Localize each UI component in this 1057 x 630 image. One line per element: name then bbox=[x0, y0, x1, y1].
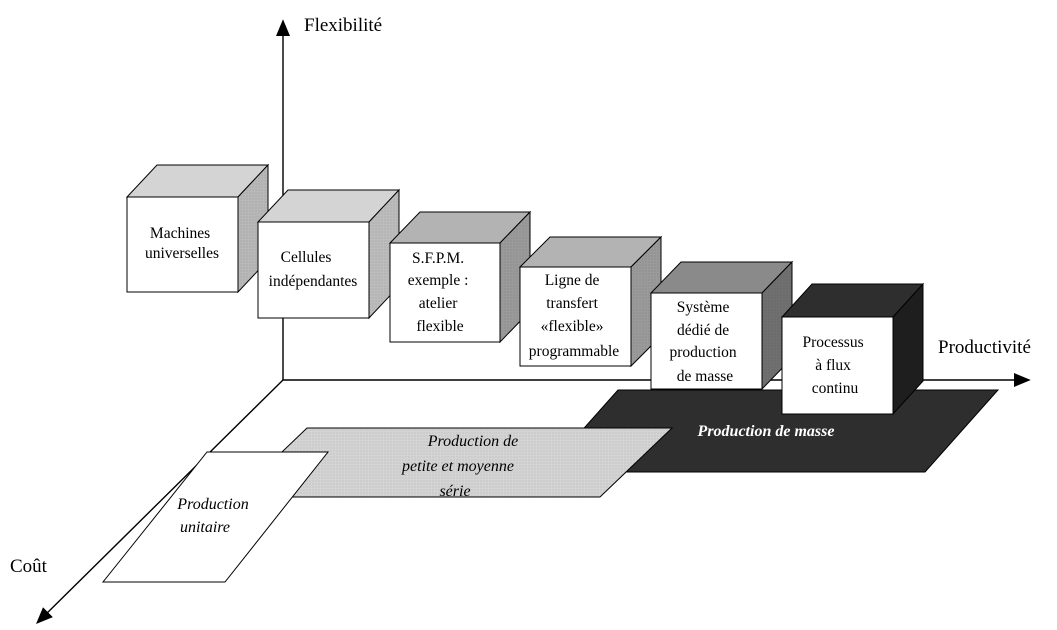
box-front-face bbox=[650, 292, 763, 390]
plane-label-small-medium: Production de petite et moyenne série bbox=[401, 433, 522, 500]
box-front-face bbox=[126, 196, 239, 293]
productivity-axis-label: Productivité bbox=[938, 337, 1031, 358]
box-label-line: à flux bbox=[815, 357, 851, 374]
plane-label-unit-line: Production bbox=[176, 496, 248, 513]
box-label-line: universelles bbox=[145, 245, 219, 262]
cost-axis-label: Coût bbox=[10, 556, 48, 577]
plane-small-medium-series-texture bbox=[235, 428, 672, 497]
plane-label-unit: Production unitaire bbox=[176, 496, 252, 536]
box-label: Système dédié de production de masse bbox=[669, 299, 740, 385]
plane-label-small-medium-line: Production de bbox=[427, 433, 519, 450]
box-ligne-transfert: Ligne de transfert «flexible» programmab… bbox=[518, 235, 663, 368]
flexibility-axis-label: Flexibilité bbox=[304, 15, 382, 36]
box-label-line: S.F.P.M. bbox=[412, 250, 464, 267]
box-label: S.F.P.M. exemple : atelier flexible bbox=[408, 250, 473, 335]
box-sfpm: S.F.P.M. exemple : atelier flexible bbox=[388, 210, 532, 344]
plane-label-small-medium-line: série bbox=[439, 483, 470, 500]
box-label-line: exemple : bbox=[408, 272, 469, 289]
box-label: Machines universelles bbox=[145, 225, 219, 262]
box-label-line: dédié de bbox=[677, 322, 729, 339]
plane-unit-production bbox=[101, 451, 330, 583]
box-front-face bbox=[257, 221, 370, 319]
plane-label-unit-line: unitaire bbox=[180, 519, 230, 536]
box-label: Cellules indépendantes bbox=[269, 249, 358, 290]
box-label-line: «flexible» bbox=[541, 318, 604, 335]
box-processus-flux-continu: Processus à flux continu bbox=[780, 282, 925, 416]
cost-axis bbox=[36, 379, 284, 624]
box-label-line: transfert bbox=[546, 295, 598, 312]
production-planes bbox=[101, 389, 1000, 583]
box-label-line: indépendantes bbox=[269, 273, 358, 290]
box-systeme-dedie: Système dédié de production de masse bbox=[649, 260, 794, 391]
box-label-line: Système bbox=[677, 299, 730, 316]
box-label-line: continu bbox=[812, 380, 859, 397]
box-label: Ligne de transfert «flexible» programmab… bbox=[529, 272, 620, 360]
box-label-line: production bbox=[669, 344, 736, 361]
box-label-line: Processus bbox=[802, 334, 863, 351]
box-label-line: flexible bbox=[416, 318, 463, 335]
box-cellules-independantes: Cellules indépendantes bbox=[256, 188, 401, 320]
box-label-line: de masse bbox=[677, 368, 734, 385]
box-machines-universelles: Machines universelles bbox=[125, 163, 270, 294]
box-label: Processus à flux continu bbox=[802, 334, 867, 397]
box-label-line: Cellules bbox=[281, 249, 332, 266]
box-front-face bbox=[389, 242, 501, 343]
plane-label-mass-line: Production de masse bbox=[697, 423, 835, 440]
box-label-line: programmable bbox=[529, 343, 620, 360]
box-label-line: atelier bbox=[419, 295, 459, 312]
box-front-face bbox=[781, 316, 894, 415]
plane-label-small-medium-line: petite et moyenne bbox=[401, 458, 514, 475]
box-front-face bbox=[519, 266, 632, 367]
box-label-line: Ligne de bbox=[545, 272, 600, 289]
box-label-line: Machines bbox=[150, 225, 210, 242]
plane-label-mass: Production de masse bbox=[697, 423, 835, 440]
